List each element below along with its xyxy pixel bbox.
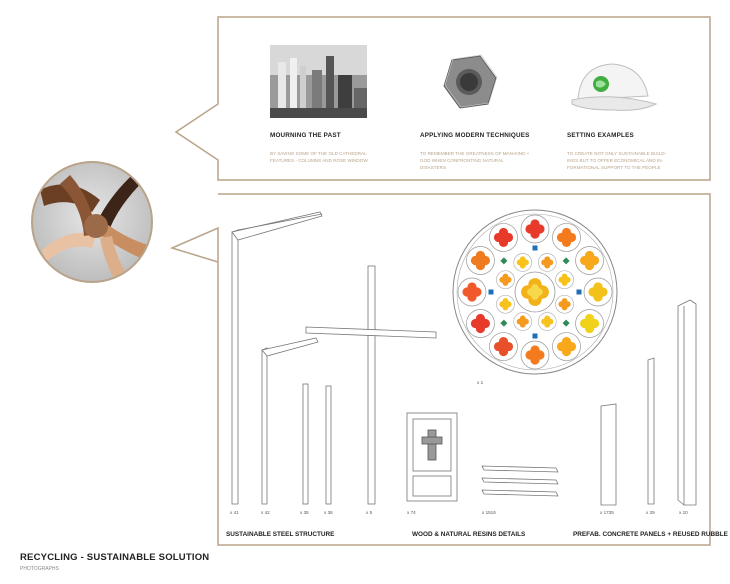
rose-window [452, 209, 618, 375]
quatrefoil-motif [527, 284, 543, 300]
qty-beam-b: x 36 [324, 510, 333, 515]
qty-panel-b: x 29 [646, 510, 655, 515]
quatrefoil-motif [516, 315, 529, 328]
quatrefoil-motif [470, 250, 491, 271]
steel-beam-b [325, 385, 332, 505]
quatrefoil-motif [558, 298, 571, 311]
quatrefoil-motif [558, 273, 571, 286]
wood-planks [481, 465, 559, 497]
qty-panel-a: x 1735 [600, 510, 614, 515]
caption-modern-title: APPLYING MODERN TECHNIQUES [420, 132, 530, 139]
quatrefoil-motif [516, 256, 529, 269]
quatrefoil-motif [541, 256, 554, 269]
steel-lamp-short [261, 337, 319, 505]
quatrefoil-motif [499, 273, 512, 286]
quatrefoil-motif [493, 227, 514, 248]
wood-door [406, 412, 458, 502]
steel-lamp-tall [231, 211, 323, 505]
caption-examples-title: SETTING EXAMPLES [567, 132, 634, 139]
header-panel-outline [174, 16, 711, 181]
footer-wood: WOOD & NATURAL RESINS DETAILS [412, 531, 526, 538]
quatrefoil-motif [493, 336, 514, 357]
quatrefoil-motif [556, 336, 577, 357]
quatrefoil-motif [470, 313, 491, 334]
qty-panel-c: x 10 [679, 510, 688, 515]
qty-lamp-tall: x 41 [230, 510, 239, 515]
quatrefoil-motif [579, 313, 600, 334]
quatrefoil-motif [525, 219, 545, 239]
footer-concrete: PREFAB. CONCRETE PANELS + REUSED RUBBLE [573, 531, 728, 538]
caption-examples-desc: TO CREATE NOT ONLY SUSTAINABLE BUILD-ING… [567, 151, 667, 170]
quatrefoil-motif [556, 227, 577, 248]
cathedral-ruins-photo [270, 45, 367, 118]
quatrefoil-motif [499, 298, 512, 311]
quatrefoil-motif [588, 282, 608, 302]
steel-cross [305, 265, 437, 505]
page-subtitle: PHOTOGRAPHS [20, 566, 59, 572]
hex-nut-photo [443, 54, 498, 109]
caption-mourning-title: MOURNING THE PAST [270, 132, 341, 139]
quatrefoil-motif [525, 345, 545, 365]
page-title: RECYCLING - SUSTAINABLE SOLUTION [20, 552, 210, 563]
elements-panel-outline [169, 193, 711, 546]
qty-rose-window: x 1 [477, 380, 484, 385]
qty-cross: x 5 [366, 510, 373, 515]
footer-steel: SUSTAINABLE STEEL STRUCTURE [226, 531, 335, 538]
steel-beam-a [302, 383, 309, 505]
caption-modern-desc: TO REMEMBER THE GREATNESS OF MAN-KIND + … [420, 151, 530, 170]
qty-beam-a: x 35 [300, 510, 309, 515]
quatrefoil-motif [579, 250, 600, 271]
qty-door: x 74 [407, 510, 416, 515]
qty-planks: x 1516 [482, 510, 496, 515]
caption-mourning-desc: BY SAVING SOME OF THE OLD CATHEDRAL FEAT… [270, 151, 368, 163]
hard-hat-photo [571, 63, 658, 111]
qty-lamp-short: x 42 [261, 510, 270, 515]
quatrefoil-motif [541, 315, 554, 328]
quatrefoil-motif [462, 282, 482, 302]
concrete-panels [600, 299, 697, 506]
